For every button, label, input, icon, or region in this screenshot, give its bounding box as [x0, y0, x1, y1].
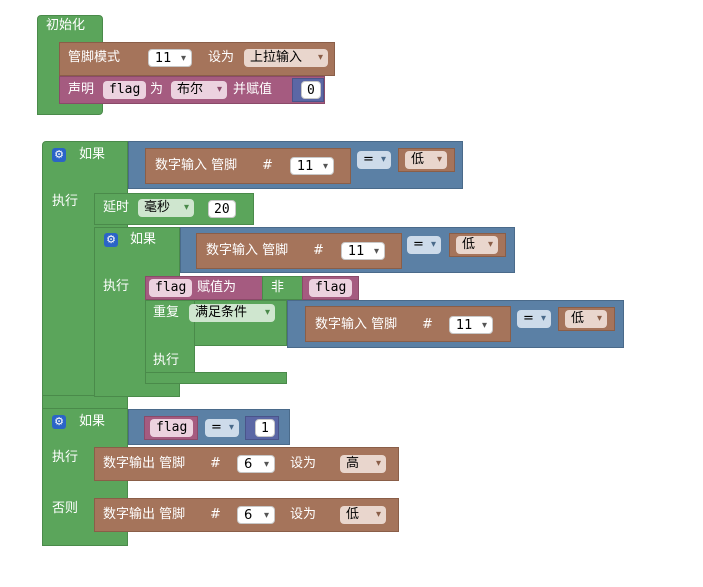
out1-hash-label: #	[210, 456, 221, 471]
repeat-read-label: 数字输入 管脚	[315, 317, 398, 332]
out2-hash-label: #	[210, 507, 221, 522]
declare-value-input[interactable]: 0	[301, 81, 321, 99]
inner-if-gear-icon[interactable]: ⚙	[104, 233, 118, 247]
repeat-pin-dropdown[interactable]: 11	[449, 316, 493, 335]
declare-as-label: 为	[150, 82, 164, 97]
declare-label: 声明	[68, 82, 95, 97]
not-label: 非	[271, 280, 285, 295]
repeat-side	[145, 300, 195, 384]
repeat-label: 重复	[153, 305, 180, 320]
repeat-hash-label: #	[422, 317, 433, 332]
out1-pin-dropdown[interactable]: 6	[237, 455, 275, 474]
repeat-op-dropdown[interactable]: =	[517, 310, 551, 328]
pinmode-setto-label: 设为	[208, 50, 235, 65]
delay-value-input[interactable]: 20	[208, 200, 236, 218]
if2-var-field[interactable]: flag	[150, 419, 194, 437]
if1-read-label: 数字输入 管脚	[155, 158, 238, 173]
if1-gear-icon[interactable]: ⚙	[52, 148, 66, 162]
inner-value-dropdown[interactable]: 低	[456, 236, 498, 254]
inner-read-label: 数字输入 管脚	[206, 243, 289, 258]
not-var-field[interactable]: flag	[309, 279, 353, 297]
if1-value-dropdown[interactable]: 低	[405, 151, 447, 169]
repeat-bottom	[145, 372, 287, 384]
if1-do-label: 执行	[52, 194, 79, 209]
inner-hash-label: #	[313, 243, 324, 258]
repeat-mode-dropdown[interactable]: 满足条件	[189, 304, 275, 322]
repeat-value-dropdown[interactable]: 低	[565, 310, 607, 328]
out1-set-label: 设为	[290, 456, 317, 471]
if1-op-dropdown[interactable]: =	[357, 151, 391, 169]
if1-hash-label: #	[262, 158, 273, 173]
assign-var-field[interactable]: flag	[149, 279, 193, 297]
declare-var-field[interactable]: flag	[103, 81, 147, 99]
setup-title: 初始化	[46, 18, 86, 33]
if2-op-dropdown[interactable]: =	[205, 419, 239, 437]
if2-else-label: 否则	[52, 501, 79, 516]
assign-label: 赋值为	[197, 280, 237, 295]
if2-do-label: 执行	[52, 450, 79, 465]
if1-pin-dropdown[interactable]: 11	[290, 157, 334, 176]
if1-if-label: 如果	[79, 147, 106, 162]
inner-do-label: 执行	[103, 279, 130, 294]
inner-pin-dropdown[interactable]: 11	[341, 242, 385, 261]
if2-if-label: 如果	[79, 414, 106, 429]
out1-label: 数字输出 管脚	[103, 456, 186, 471]
declare-assign-label: 并赋值	[233, 82, 273, 97]
out2-set-label: 设为	[290, 507, 317, 522]
out2-label: 数字输出 管脚	[103, 507, 186, 522]
repeat-do-label: 执行	[153, 353, 180, 368]
inner-op-dropdown[interactable]: =	[407, 236, 441, 254]
pinmode-label: 管脚模式	[68, 50, 121, 65]
if2-gear-icon[interactable]: ⚙	[52, 415, 66, 429]
pinmode-pin-dropdown[interactable]: 11	[148, 49, 192, 68]
if2-value-input[interactable]: 1	[255, 419, 275, 437]
delay-label: 延时	[103, 200, 130, 215]
out2-pin-dropdown[interactable]: 6	[237, 506, 275, 525]
pinmode-value-dropdown[interactable]: 上拉输入	[244, 49, 328, 67]
delay-unit-dropdown[interactable]: 毫秒	[138, 199, 194, 217]
inner-if-label: 如果	[130, 232, 157, 247]
declare-type-dropdown[interactable]: 布尔	[171, 81, 227, 99]
out2-value-dropdown[interactable]: 低	[340, 506, 386, 524]
if1-bottom	[42, 395, 128, 409]
out1-value-dropdown[interactable]: 高	[340, 455, 386, 473]
